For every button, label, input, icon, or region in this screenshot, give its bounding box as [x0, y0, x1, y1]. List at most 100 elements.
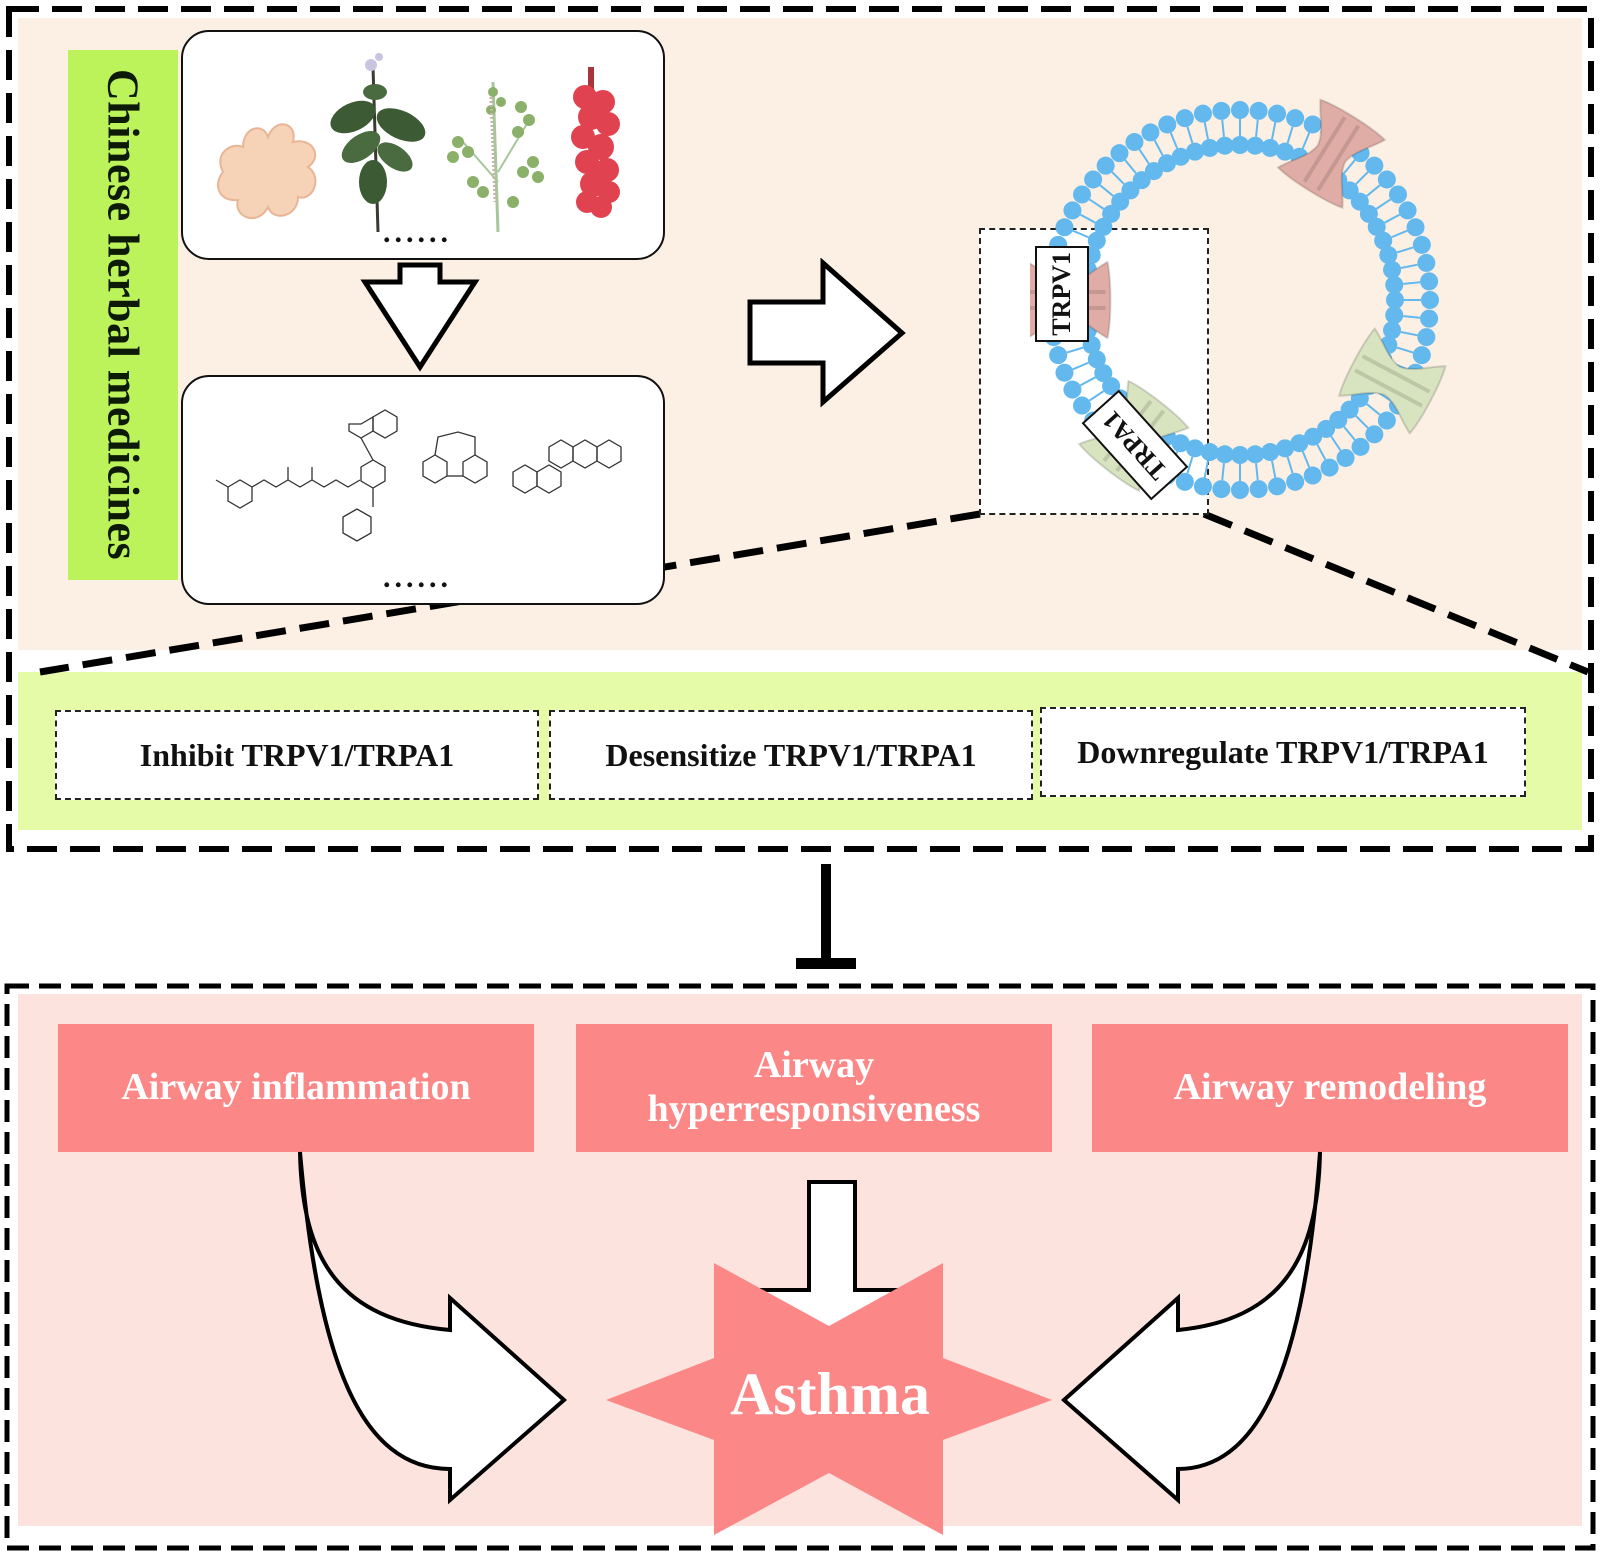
lipid-head: [1193, 104, 1212, 123]
lipid-head: [1377, 170, 1396, 189]
lipid-head: [1215, 136, 1234, 155]
zoom-line-right: [1202, 510, 1590, 676]
lipid-tail: [1403, 281, 1421, 285]
lipid-tail: [1221, 463, 1225, 481]
lipid-head: [1055, 363, 1074, 382]
lipid-head: [1087, 350, 1106, 369]
compound-structure-icon: [342, 409, 398, 542]
herb-images-card: ......: [181, 30, 665, 260]
lipid-head: [1246, 445, 1265, 464]
inhibition-symbol: [796, 864, 856, 969]
lipid-tail: [1169, 132, 1179, 149]
lipid-head: [1096, 156, 1115, 175]
lipid-tail: [1111, 171, 1125, 185]
lipid-tail: [1124, 159, 1137, 174]
lipid-head: [1215, 445, 1234, 464]
lipid-head: [1286, 109, 1305, 128]
lipid-head: [1365, 156, 1384, 175]
lipid-tail: [1400, 331, 1418, 337]
ginger-icon: [217, 123, 317, 219]
lipid-tail: [1271, 122, 1277, 140]
lipid-tail: [1099, 184, 1114, 197]
lipid-tail: [1375, 198, 1392, 210]
lipid-tail: [1088, 390, 1105, 402]
lipid-head: [1412, 346, 1431, 365]
herbal-medicines-label-text: Chinese herbal medicines: [98, 69, 148, 561]
lipid-head: [1055, 218, 1074, 237]
lipid-tail: [1301, 132, 1311, 149]
trpv1-label-tag: TRPV1: [1035, 246, 1089, 342]
lipid-tail: [1271, 460, 1277, 478]
compound-structure-icon: [215, 467, 361, 509]
zoom-line-left: [39, 510, 981, 676]
lipid-tail: [1301, 451, 1311, 468]
effect-desensitize: Desensitize TRPV1/TRPA1: [549, 710, 1033, 800]
asthma-label: Asthma: [729, 1361, 930, 1427]
lipid-tail: [1316, 444, 1327, 461]
lipid-tail: [1400, 263, 1418, 269]
effect-label: Inhibit TRPV1/TRPA1: [139, 736, 455, 773]
lipid-head: [1212, 101, 1231, 120]
lipid-tail: [1343, 426, 1356, 441]
lipid-head: [1383, 321, 1402, 340]
lipid-tail: [1396, 346, 1414, 354]
lipid-head: [1398, 201, 1417, 220]
lipid-head: [1388, 185, 1407, 204]
lipid-tail: [1384, 213, 1401, 224]
lipid-head: [1383, 260, 1402, 279]
lipid-head: [1094, 217, 1113, 236]
lipid-tail: [1366, 403, 1381, 416]
lipid-tail: [1079, 213, 1096, 224]
lipid-tail: [1355, 171, 1369, 185]
lipid-head: [1261, 443, 1280, 462]
lipid-head: [1367, 217, 1386, 236]
lipid-head: [1406, 218, 1425, 237]
lipid-tail: [1203, 460, 1209, 478]
outcome-label: Airway remodeling: [1173, 1066, 1487, 1109]
lipid-tail: [1072, 229, 1089, 239]
lipid-head: [1385, 275, 1404, 294]
lipid-head: [1417, 253, 1436, 272]
lipid-head: [1412, 235, 1431, 254]
curved-arrow-left-icon: [298, 1151, 568, 1505]
lipid-head: [1171, 434, 1190, 453]
lipid-head: [1171, 147, 1190, 166]
lipid-tail: [1088, 198, 1105, 210]
herb-more-ellipsis: ......: [383, 216, 452, 249]
lipid-head: [1231, 446, 1249, 464]
lipid-head: [1157, 154, 1176, 173]
lipid-head: [1073, 396, 1092, 415]
lipid-head: [1094, 364, 1113, 383]
lipid-tail: [1066, 346, 1084, 354]
lipid-tail: [1072, 361, 1089, 371]
lipid-tail: [1366, 184, 1381, 197]
compound-structure-icon: [512, 439, 622, 494]
lipid-head: [1231, 481, 1249, 499]
lipid-tail: [1330, 435, 1342, 452]
lipid-head: [1141, 123, 1160, 142]
down-arrow-icon: [360, 262, 480, 372]
lipid-head: [1175, 472, 1194, 491]
lipid-head: [1087, 231, 1106, 250]
lipid-head: [1320, 458, 1339, 477]
lipid-head: [1049, 346, 1068, 365]
lipid-head: [1200, 138, 1219, 157]
lipid-head: [1231, 136, 1249, 154]
lipid-tail: [1186, 126, 1194, 144]
lipid-head: [1304, 427, 1323, 446]
berries-icon: [571, 67, 620, 218]
lipid-head: [1158, 115, 1177, 134]
outcome-label: Airway inflammation: [121, 1066, 471, 1109]
outcome-hyperresponsiveness: Airway hyperresponsiveness: [576, 1024, 1052, 1152]
lipid-head: [1144, 162, 1163, 181]
lipid-tail: [1138, 148, 1150, 165]
lipid-head: [1186, 142, 1205, 161]
lipid-tail: [1255, 119, 1259, 137]
lipid-head: [1420, 272, 1439, 291]
lipid-head: [1374, 231, 1393, 250]
lipid-head: [1417, 328, 1436, 347]
lipid-tail: [1391, 229, 1408, 239]
outcome-inflammation: Airway inflammation: [58, 1024, 534, 1152]
compounds-card: ......: [181, 375, 665, 605]
